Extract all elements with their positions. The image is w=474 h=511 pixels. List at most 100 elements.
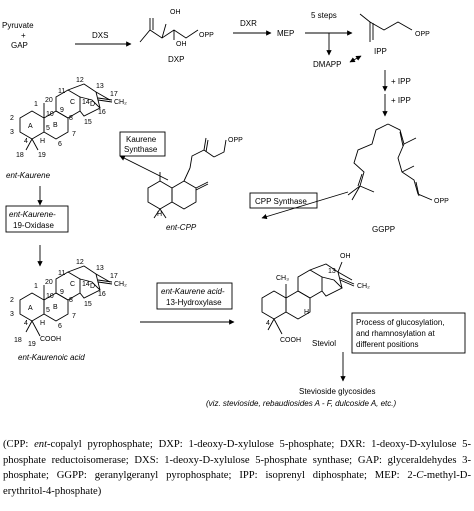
- kaurene-ring-d: D: [90, 101, 95, 108]
- kaurene-num-11: 11: [58, 88, 65, 95]
- kaurene-ring-a: A: [28, 123, 33, 130]
- enzyme-dxs: DXS: [92, 31, 108, 40]
- steviol-structure: [261, 261, 355, 335]
- arrow-dmapp-ipp: [349, 55, 362, 63]
- ent-cpp-structure: [147, 137, 227, 219]
- steviol-ch3: CH₃: [276, 275, 289, 282]
- acid-num-19: 19: [28, 341, 36, 348]
- acid-num-12: 12: [76, 259, 84, 266]
- label-steviol: Steviol: [312, 339, 336, 348]
- kaurene-ring-c: C: [70, 99, 75, 106]
- steviol-biosynthesis-diagram: Pyruvate + GAP DXS OH OH OPP DXP DXR MEP…: [2, 9, 466, 408]
- acid-num-10: 10: [46, 293, 54, 300]
- label-ent-cpp: ent-CPP: [166, 223, 197, 232]
- kaurene-num-7: 7: [72, 131, 76, 138]
- caption-part-3: -copalyl pyrophosphate; DXP: 1-deoxy-D-x…: [3, 439, 471, 481]
- kaurene-ch2: CH₂: [114, 99, 127, 106]
- kaurene-synthase-box: [119, 131, 166, 157]
- acid-ring-b: B: [53, 304, 58, 311]
- label-plus: +: [21, 31, 26, 40]
- kaurene-num-8: 8: [69, 115, 73, 122]
- ent-kaurenoic-acid-structure: [19, 265, 113, 337]
- enzyme-five-steps: 5 steps: [311, 11, 337, 20]
- glycosylation-box: [351, 312, 466, 354]
- kaurene-num-6: 6: [58, 141, 62, 148]
- acid-h: H: [40, 320, 45, 327]
- hydroxylase-box: [156, 282, 233, 310]
- glycosylation-line2: and rhamnosylation at: [356, 329, 435, 338]
- acid-num-11: 11: [58, 270, 65, 277]
- steviol-oh: OH: [340, 253, 351, 260]
- label-ipp: IPP: [374, 47, 387, 56]
- acid-num-7: 7: [72, 313, 76, 320]
- products-line1: Stevioside glycosides: [299, 387, 375, 396]
- dxp-opp: OPP: [199, 32, 214, 39]
- kaurene-num-1: 1: [34, 101, 38, 108]
- acid-num-1: 1: [34, 283, 38, 290]
- acid-num-5: 5: [46, 307, 50, 314]
- dxp-oh-top: OH: [170, 9, 181, 16]
- enzyme-kaurene-oxidase-line2: 19-Oxidase: [13, 221, 54, 230]
- glycosylation-line1: Process of glucosylation,: [356, 318, 445, 327]
- kaurene-num-9: 9: [60, 107, 64, 114]
- enzyme-cpp-synthase: CPP Synthase: [255, 197, 307, 206]
- acid-num-9: 9: [60, 289, 64, 296]
- enzyme-plus-ipp-1: + IPP: [391, 77, 411, 86]
- label-dxp: DXP: [168, 55, 184, 64]
- glycosylation-line3: different positions: [356, 340, 419, 349]
- kaurene-num-14: 14: [82, 99, 90, 106]
- acid-cooh: COOH: [40, 336, 61, 343]
- steviol-h: H: [304, 309, 309, 316]
- label-dmapp: DMAPP: [313, 60, 341, 69]
- acid-num-3: 3: [10, 311, 14, 318]
- enzyme-plus-ipp-2: + IPP: [391, 96, 411, 105]
- figure-caption: (CPP: ent-copalyl pyrophosphate; DXP: 1-…: [3, 437, 471, 499]
- ipp-opp: OPP: [415, 31, 430, 38]
- acid-num-2: 2: [10, 297, 14, 304]
- kaurene-num-20: 20: [45, 97, 53, 104]
- acid-num-8: 8: [69, 297, 73, 304]
- kaurene-num-10: 10: [46, 111, 54, 118]
- label-gap: GAP: [11, 41, 28, 50]
- kaurene-num-17: 17: [110, 91, 118, 98]
- steviol-num-13: 13: [328, 268, 336, 275]
- cpp-opp: OPP: [228, 137, 243, 144]
- acid-num-18: 18: [14, 337, 22, 344]
- acid-ring-c: C: [70, 281, 75, 288]
- enzyme-kaurene-synthase-line1: Kaurene: [126, 135, 157, 144]
- label-ent-kaurene: ent-Kaurene: [6, 171, 51, 180]
- cpp-synthase-box: [249, 192, 318, 209]
- caption-part-5: -methyl-D-erythritol-4-phosphate): [3, 470, 471, 497]
- kaurene-num-13: 13: [96, 83, 104, 90]
- ggpp-structure: [347, 123, 433, 201]
- steviol-cooh: COOH: [280, 337, 301, 344]
- dxp-oh-bottom: OH: [176, 41, 187, 48]
- label-pyruvate: Pyruvate: [2, 21, 34, 30]
- acid-num-15: 15: [84, 301, 92, 308]
- kaurene-num-12: 12: [76, 77, 84, 84]
- acid-num-16: 16: [98, 291, 106, 298]
- caption-part-2: ent: [34, 439, 48, 450]
- arrow-ggpp-to-cpp: [261, 191, 349, 220]
- kaurene-num-19: 19: [38, 152, 46, 159]
- ipp-structure: [359, 13, 413, 42]
- acid-num-4: 4: [24, 320, 28, 327]
- arrow-cpp-to-kaurene: [119, 155, 169, 181]
- enzyme-kaurene-oxidase-line1: ent-Kaurene-: [9, 210, 56, 219]
- kaurene-num-4: 4: [24, 138, 28, 145]
- acid-num-13: 13: [96, 265, 104, 272]
- dxp-structure: [139, 18, 199, 43]
- acid-num-6: 6: [58, 323, 62, 330]
- kaurene-h: H: [40, 138, 45, 145]
- ggpp-opp: OPP: [434, 198, 449, 205]
- acid-num-20: 20: [45, 279, 53, 286]
- steviol-num-4: 4: [266, 320, 270, 327]
- enzyme-hydroxylase-line2: 13-Hydroxylase: [166, 298, 222, 307]
- enzyme-hydroxylase-line1: ent-Kaurene acid-: [161, 287, 225, 296]
- products-line2: (viz. stevioside, rebaudiosides A - F, d…: [206, 399, 396, 408]
- acid-num-14: 14: [82, 281, 90, 288]
- caption-part-1: (CPP:: [3, 439, 35, 450]
- acid-ring-a: A: [28, 305, 33, 312]
- label-ent-kaurenoic-acid: ent-Kaurenoic acid: [18, 353, 85, 362]
- label-mep: MEP: [277, 29, 294, 38]
